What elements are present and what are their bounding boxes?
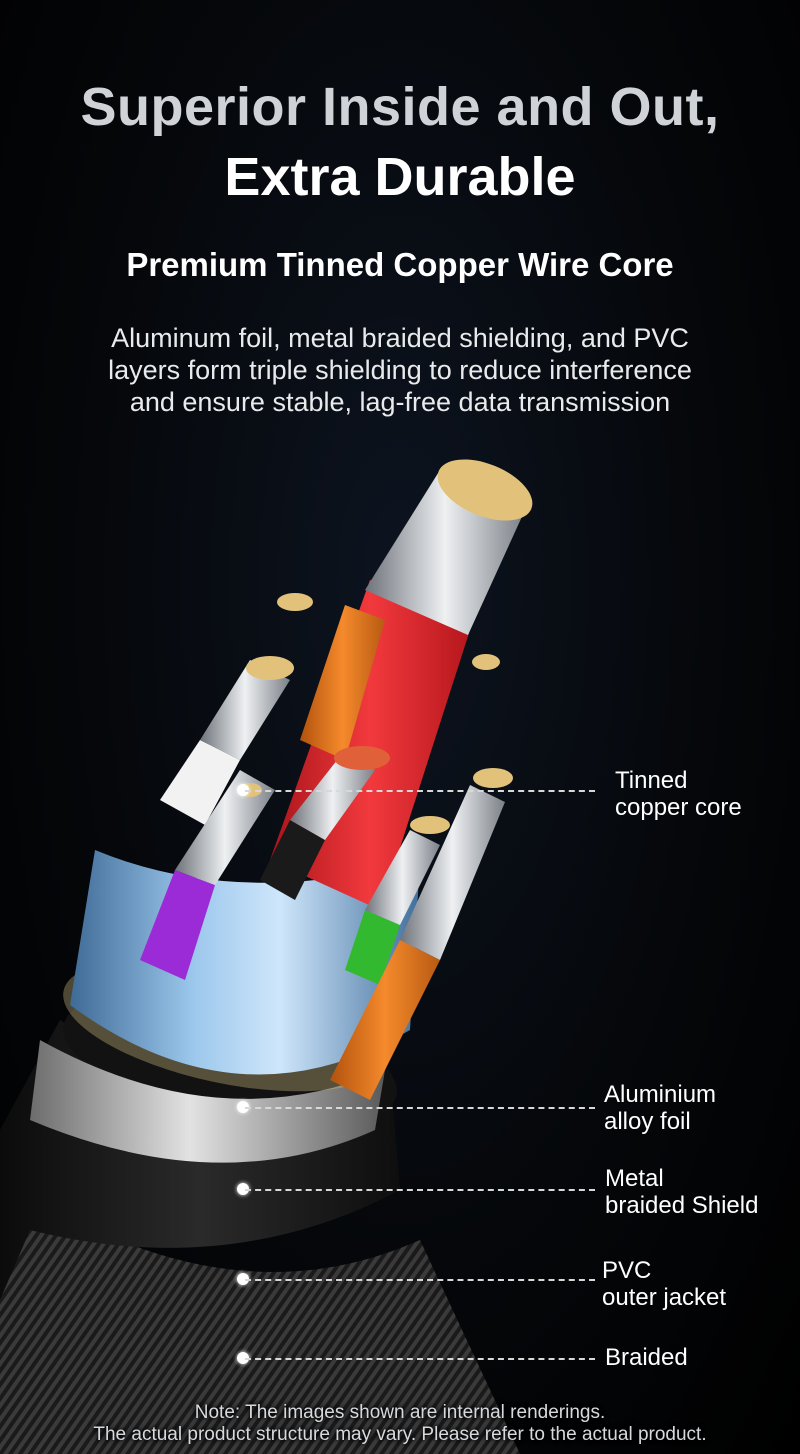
cable-cutaway-illustration bbox=[0, 459, 533, 1454]
braided-sleeve bbox=[0, 1200, 520, 1454]
callout-foil-line-2: alloy foil bbox=[604, 1108, 691, 1135]
inner-wires bbox=[140, 459, 533, 1100]
disclaimer-note: Note: The images shown are internal rend… bbox=[0, 1402, 800, 1446]
callout-leader-pvc bbox=[245, 1279, 595, 1281]
description-line-3: and ensure stable, lag-free data transmi… bbox=[129, 387, 671, 417]
description: Aluminum foil, metal braided shielding, … bbox=[20, 322, 780, 418]
callout-pvc-line-1: PVC bbox=[602, 1257, 652, 1284]
callout-braid-line-2: braided Shield bbox=[605, 1192, 759, 1219]
disclaimer-line-2: The actual product structure may vary. P… bbox=[93, 1424, 707, 1445]
callout-braid-line-1: Metal bbox=[605, 1165, 664, 1192]
callout-leader-braided bbox=[245, 1358, 595, 1360]
headline-line-1: Superior Inside and Out, bbox=[80, 77, 720, 137]
callout-dot-braid bbox=[237, 1183, 249, 1195]
callout-copper-line-1: Tinned bbox=[615, 767, 688, 794]
disclaimer-line-1: Note: The images shown are internal rend… bbox=[194, 1402, 606, 1423]
callout-dot-foil bbox=[237, 1101, 249, 1113]
callout-dot-pvc bbox=[237, 1273, 249, 1285]
callout-pvc-jacket: PVC outer jacket bbox=[602, 1257, 726, 1311]
callout-braided-line-1: Braided bbox=[605, 1344, 688, 1371]
callout-copper-line-2: copper core bbox=[615, 794, 742, 821]
callout-braided: Braided bbox=[605, 1344, 688, 1371]
subtitle: Premium Tinned Copper Wire Core bbox=[126, 246, 674, 283]
callout-metal-braid: Metal braided Shield bbox=[605, 1165, 758, 1219]
callout-dot-braided bbox=[237, 1352, 249, 1364]
aluminium-foil-layer bbox=[70, 850, 420, 1075]
callout-dot-copper bbox=[237, 784, 249, 796]
description-line-2: layers form triple shielding to reduce i… bbox=[108, 355, 692, 385]
callout-leader-copper bbox=[245, 790, 595, 792]
callout-foil-line-1: Aluminium bbox=[604, 1081, 717, 1108]
callout-leader-braid bbox=[245, 1189, 595, 1191]
callout-copper-core: Tinned copper core bbox=[615, 767, 742, 821]
callout-aluminium-foil: Aluminium alloy foil bbox=[604, 1081, 716, 1135]
description-line-1: Aluminum foil, metal braided shielding, … bbox=[111, 323, 689, 353]
callout-pvc-line-2: outer jacket bbox=[602, 1284, 727, 1311]
headline-line-2: Extra Durable bbox=[224, 147, 576, 207]
callout-leader-foil bbox=[245, 1107, 595, 1109]
